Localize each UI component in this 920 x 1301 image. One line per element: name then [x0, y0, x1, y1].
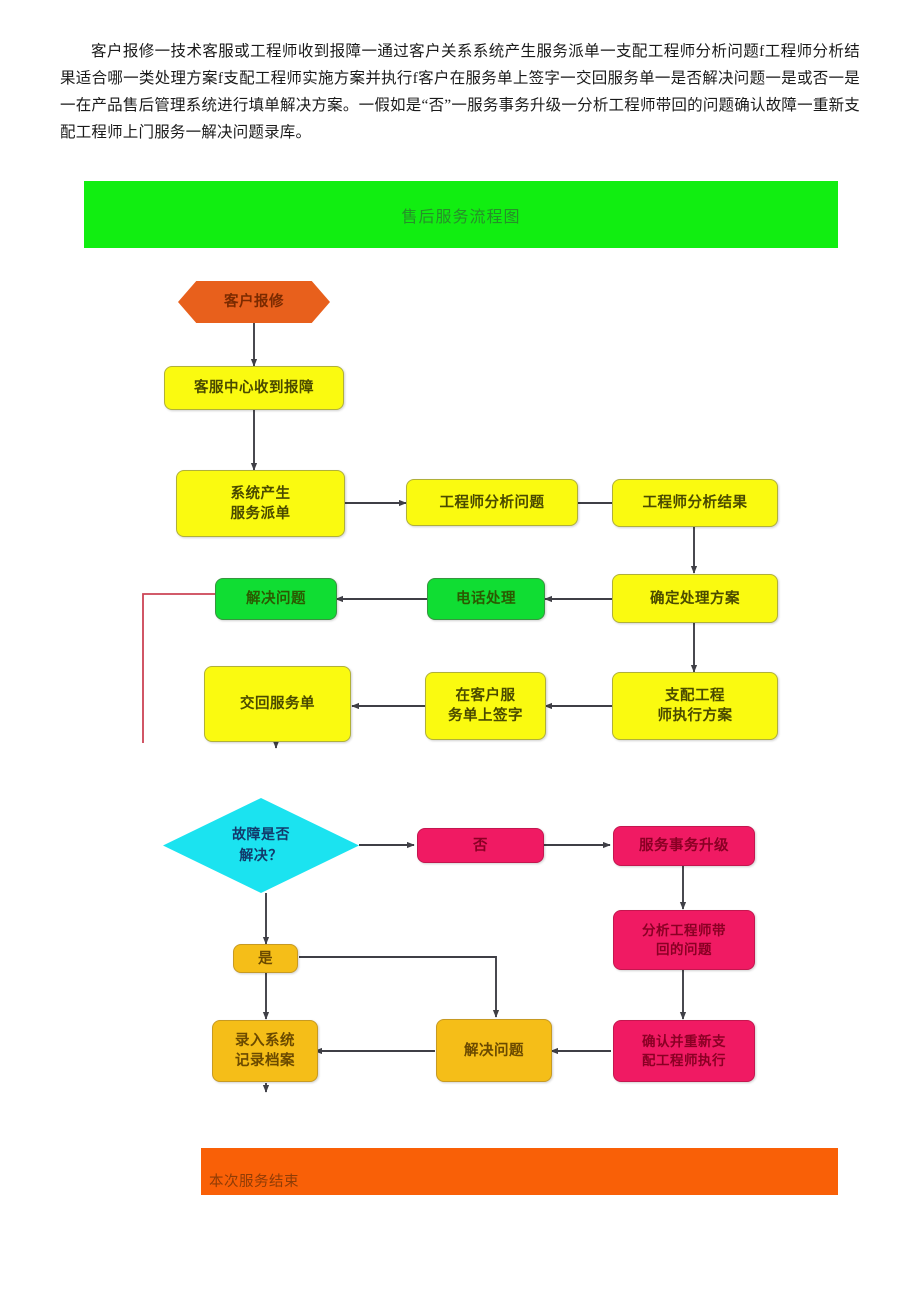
node-label: 解决问题 — [246, 591, 306, 607]
node-problem-solved-bottom[interactable]: 解决问题 — [436, 1019, 552, 1082]
node-archive-into-system[interactable]: 录入系统 记录档案 — [212, 1020, 318, 1082]
node-analyze-returned-issue[interactable]: 分析工程师带 回的问题 — [613, 910, 755, 970]
node-engineer-analyze-issue[interactable]: 工程师分析问题 — [406, 479, 578, 526]
node-label: 确认并重新支 配工程师执行 — [642, 1034, 726, 1068]
node-problem-solved-top[interactable]: 解决问题 — [215, 578, 337, 620]
node-customer-sign-order[interactable]: 在客户服 务单上签字 — [425, 672, 546, 740]
node-assign-engineer-execute[interactable]: 支配工程 师执行方案 — [612, 672, 778, 740]
footer-bar: 本次服务结束 — [201, 1148, 838, 1195]
node-confirm-solution[interactable]: 确定处理方案 — [612, 574, 778, 623]
node-label: 系统产生 服务派单 — [230, 485, 291, 522]
node-label: 工程师分析问题 — [439, 494, 545, 511]
node-decision-is-fault-resolved[interactable]: 故障是否 解决？ — [163, 798, 359, 893]
node-label: 在客户服 务单上签字 — [448, 688, 523, 724]
node-label: 故障是否 解决？ — [232, 827, 290, 864]
node-system-generate-dispatch[interactable]: 系统产生 服务派单 — [176, 470, 345, 537]
node-label: 客户报修 — [224, 294, 284, 310]
node-confirm-reassign-engineer[interactable]: 确认并重新支 配工程师执行 — [613, 1020, 755, 1082]
chart-title-text: 售后服务流程图 — [401, 208, 521, 226]
intro-paragraph: 客户报修一技术客服或工程师收到报障一通过客户关系系统产生服务派单一支配工程师分析… — [60, 43, 860, 141]
node-label: 录入系统 记录档案 — [235, 1033, 295, 1069]
node-label: 分析工程师带 回的问题 — [642, 923, 726, 957]
node-branch-yes[interactable]: 是 — [233, 944, 298, 973]
chart-title-banner: 售后服务流程图 — [84, 181, 838, 248]
node-engineer-analyze-result[interactable]: 工程师分析结果 — [612, 479, 778, 527]
node-label: 是 — [258, 950, 273, 967]
node-branch-no[interactable]: 否 — [417, 828, 544, 863]
node-label: 客服中心收到报障 — [194, 380, 314, 396]
node-label: 交回服务单 — [240, 696, 315, 712]
node-phone-handling[interactable]: 电话处理 — [427, 578, 545, 620]
node-label: 电话处理 — [456, 591, 516, 607]
node-service-center-received[interactable]: 客服中心收到报障 — [164, 366, 344, 410]
node-label: 确定处理方案 — [650, 590, 740, 607]
node-escalate-service[interactable]: 服务事务升级 — [613, 826, 755, 866]
node-label: 服务事务升级 — [639, 838, 729, 854]
node-return-service-order[interactable]: 交回服务单 — [204, 666, 351, 742]
node-label: 否 — [473, 837, 488, 854]
footer-bar-text: 本次服务结束 — [209, 1174, 299, 1190]
node-label: 支配工程 师执行方案 — [657, 688, 733, 724]
node-start-customer-report[interactable]: 客户报修 — [178, 281, 330, 323]
node-label: 解决问题 — [464, 1042, 524, 1059]
node-label: 工程师分析结果 — [642, 495, 748, 511]
